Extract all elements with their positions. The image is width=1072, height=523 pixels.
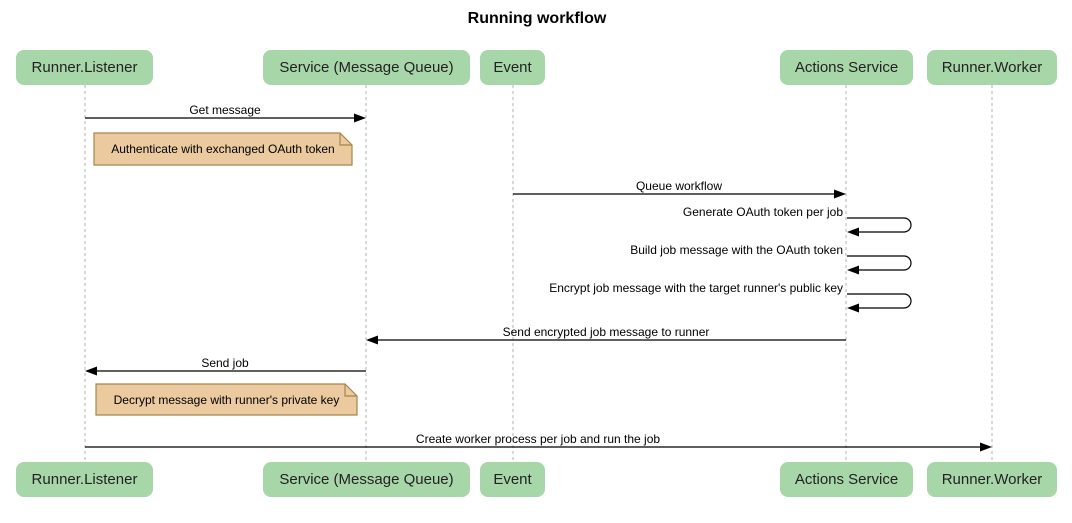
arrowhead-left-icon: [85, 366, 97, 376]
message-label-get-message: Get message: [189, 103, 261, 117]
note-authenticate-oauth: Authenticate with exchanged OAuth token: [111, 142, 335, 156]
message-label-encrypt-job-message: Encrypt job message with the target runn…: [549, 281, 843, 295]
arrowhead-right-icon: [354, 113, 366, 123]
diagram-title: Running workflow: [467, 10, 607, 27]
message-label-send-job: Send job: [201, 356, 249, 370]
actor-runner-listener-top: Runner.Listener: [16, 50, 153, 85]
note-shape-authenticate: [93, 132, 353, 166]
arrowhead-left-icon: [847, 227, 859, 237]
arrowhead-left-icon: [847, 303, 859, 313]
arrowhead-right-icon: [834, 189, 846, 199]
actor-event-top: Event: [480, 50, 545, 85]
note-shape-decrypt: [95, 383, 358, 416]
note-decrypt-private-key: Decrypt message with runner's private ke…: [113, 392, 340, 407]
message-label-send-encrypted-job: Send encrypted job message to runner: [502, 325, 710, 339]
arrowhead-left-icon: [366, 335, 378, 345]
actor-actions-service-bottom: Actions Service: [780, 462, 913, 497]
actor-actions-service-top: Actions Service: [780, 50, 913, 85]
message-label-build-job-message: Build job message with the OAuth token: [630, 243, 843, 257]
message-label-generate-oauth-token: Generate OAuth token per job: [682, 205, 843, 219]
message-label-create-worker-process: Create worker process per job and run th…: [415, 432, 661, 446]
self-loop-encrypt-job-message: [847, 293, 912, 309]
actor-runner-worker-bottom: Runner.Worker: [927, 462, 1057, 497]
message-label-queue-workflow: Queue workflow: [635, 179, 723, 193]
self-loop-build-job-message: [847, 255, 912, 271]
arrowhead-right-icon: [980, 442, 992, 452]
actor-runner-worker-top: Runner.Worker: [927, 50, 1057, 85]
actor-service-message-queue-bottom: Service (Message Queue): [263, 462, 470, 497]
arrowhead-left-icon: [847, 265, 859, 275]
note-fold-icon: [344, 384, 357, 397]
actor-runner-listener-bottom: Runner.Listener: [16, 462, 153, 497]
actor-event-bottom: Event: [480, 462, 545, 497]
self-loop-generate-oauth-token: [847, 217, 912, 233]
actor-service-message-queue-top: Service (Message Queue): [263, 50, 470, 85]
note-fold-icon: [339, 133, 352, 146]
